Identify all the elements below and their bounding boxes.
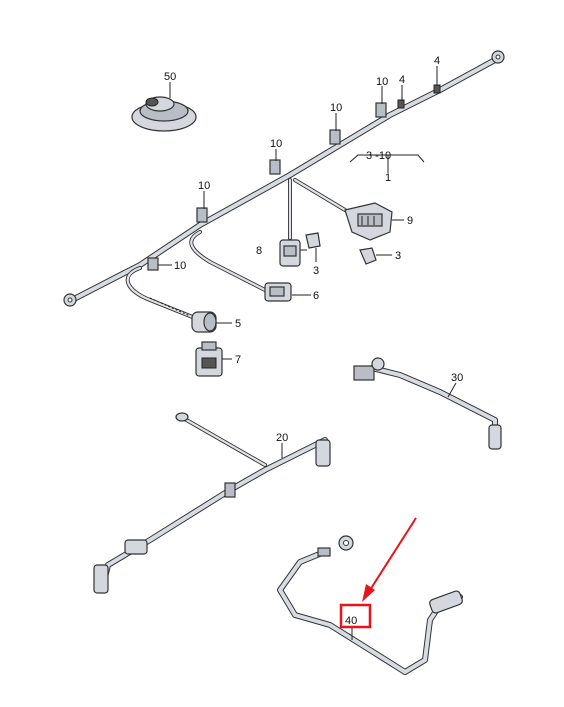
callout-10: 10 xyxy=(198,180,210,192)
clip-part-3a xyxy=(305,232,321,249)
highlight-arrow-shaft xyxy=(369,517,417,591)
callout-40: 40 xyxy=(345,615,357,627)
connector-part-9 xyxy=(344,202,393,241)
callout-3: 3 xyxy=(395,250,401,262)
callout-20: 20 xyxy=(276,432,288,444)
callout-5: 5 xyxy=(235,318,241,330)
cable-part-40 xyxy=(277,535,463,675)
callout-10: 10 xyxy=(376,76,388,88)
callout-3-10: 3 -10 xyxy=(366,150,391,162)
leader-lines xyxy=(158,66,457,640)
callout-4: 4 xyxy=(434,55,440,67)
highlight-box xyxy=(339,603,372,629)
connector-part-5 xyxy=(149,297,217,333)
callout-6: 6 xyxy=(313,290,319,302)
callout-labels: 50 10 4 4 10 10 3 -10 1 10 9 8 3 3 10 6 … xyxy=(164,55,463,627)
grommet-part-50 xyxy=(131,96,197,132)
callout-10: 10 xyxy=(330,102,342,114)
callout-10: 10 xyxy=(270,138,282,150)
callout-9: 9 xyxy=(407,215,413,227)
clip-part-3b xyxy=(359,247,377,265)
highlight-annotation xyxy=(339,517,417,629)
connector-part-8 xyxy=(279,239,301,267)
callout-7: 7 xyxy=(235,354,241,366)
callout-10: 10 xyxy=(174,260,186,272)
callout-30: 30 xyxy=(451,372,463,384)
cable-part-30 xyxy=(353,357,502,450)
highlight-arrow-head xyxy=(362,584,375,602)
callout-4: 4 xyxy=(399,74,405,86)
callout-1: 1 xyxy=(385,172,391,184)
callout-50: 50 xyxy=(164,71,176,83)
cable-part-20 xyxy=(93,412,331,594)
callout-3: 3 xyxy=(313,265,319,277)
wiring-harness-part-1 xyxy=(63,50,505,320)
connector-part-7 xyxy=(195,341,223,377)
callout-8: 8 xyxy=(256,245,262,257)
connector-part-6 xyxy=(264,282,292,302)
